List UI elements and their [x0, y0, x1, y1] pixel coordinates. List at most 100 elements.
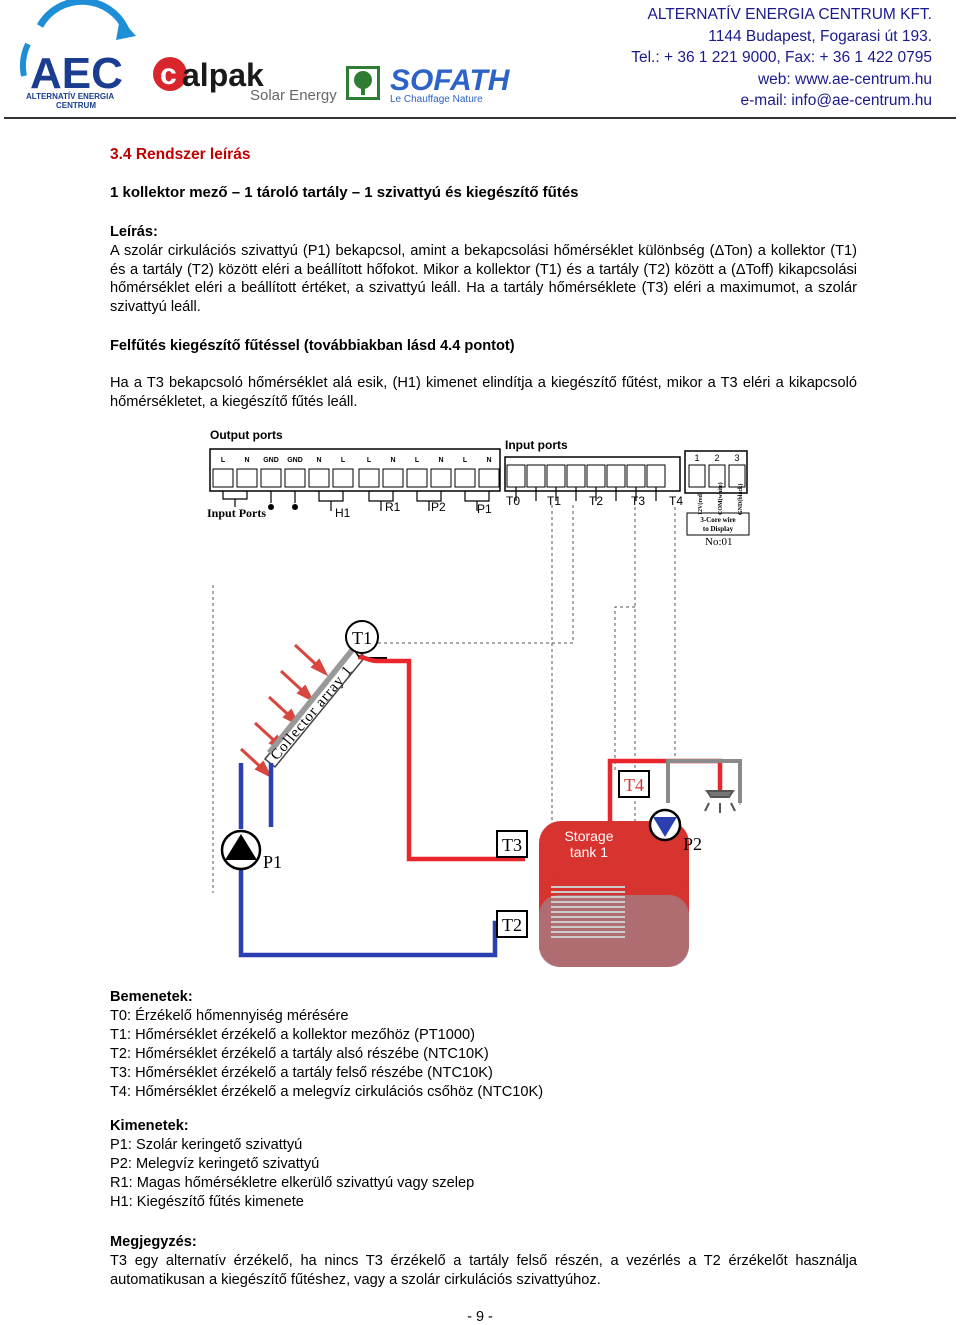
- document-subtitle: 1 kollektor mező – 1 tároló tartály – 1 …: [110, 184, 579, 201]
- out-term-9: L: [415, 457, 420, 464]
- out-term-3: GND: [263, 457, 279, 464]
- inputs-section: Bemenetek: T0: Érzékelő hőmennyiség méré…: [110, 988, 543, 1102]
- out-label-p2: P2: [431, 500, 446, 514]
- t4-sensor: T4: [618, 770, 650, 798]
- display-note-2: to Display: [703, 525, 734, 533]
- alpak-sub: Solar Energy: [250, 87, 337, 104]
- in-label-t1: T1: [547, 494, 561, 508]
- t3-sensor: T3: [496, 830, 528, 858]
- sun-rays: [239, 643, 329, 779]
- out-term-8: N: [390, 457, 395, 464]
- note-heading: Megjegyzés:: [110, 1234, 197, 1250]
- output-item: P1: Szolár keringető szivattyú: [110, 1137, 303, 1153]
- output-item: P2: Melegvíz keringető szivattyú: [110, 1156, 320, 1172]
- t2-label: T2: [502, 915, 522, 935]
- out-label-h1: H1: [335, 506, 351, 520]
- out-label-p1: P1: [477, 502, 492, 516]
- alpak-logo: c alpak Solar Energy: [153, 57, 337, 104]
- storage-label-1: Storage: [564, 828, 613, 844]
- out-term-10: N: [438, 457, 443, 464]
- description-text: A szolár cirkulációs szivattyú (P1) beka…: [110, 242, 857, 316]
- input-item: T1: Hőmérséklet érzékelő a kollektor mez…: [110, 1027, 475, 1043]
- display-num-3: 3: [734, 453, 739, 463]
- collector-label: Collector array 1: [268, 662, 357, 763]
- p2-pump: P2: [648, 808, 702, 854]
- company-email: e-mail: info@ae-centrum.hu: [740, 92, 932, 110]
- display-wire-2: COM(white): [717, 482, 724, 515]
- sofath-wordmark: SOFATH: [390, 64, 511, 97]
- t2-sensor: T2: [496, 910, 528, 938]
- input-ports-label: Input Ports: [207, 506, 266, 520]
- company-contact-block: ALTERNATÍV ENERGIA CENTRUM KFT. 1144 Bud…: [631, 4, 932, 112]
- p2-label: P2: [683, 834, 702, 854]
- company-name: ALTERNATÍV ENERGIA CENTRUM KFT.: [647, 6, 933, 23]
- output-item: H1: Kiegészítő fűtés kimenete: [110, 1194, 304, 1210]
- out-term-12: N: [486, 457, 491, 464]
- input-item: T0: Érzékelő hőmennyiség mérésére: [110, 1008, 349, 1024]
- display-no: No:01: [705, 536, 733, 548]
- header-divider: [4, 117, 956, 119]
- heating-heading: Felfűtés kiegészítő fűtéssel (továbbiakb…: [110, 338, 515, 354]
- shower-outlet: [704, 790, 736, 813]
- heating-text: Ha a T3 bekapcsoló hőmérséklet alá esik,…: [110, 375, 857, 410]
- aec-wordmark: AEC: [30, 49, 123, 98]
- out-term-11: L: [463, 457, 468, 464]
- alpak-wordmark: alpak: [182, 57, 264, 93]
- input-terminals: [506, 464, 746, 488]
- t4-label: T4: [624, 775, 644, 795]
- display-num-1: 1: [694, 453, 699, 463]
- aec-sub1: ALTERNATÍV ENERGIA: [26, 92, 114, 101]
- out-term-7: L: [367, 457, 372, 464]
- t1-sensor: T1: [345, 620, 379, 658]
- section-title: 3.4 Rendszer leírás: [110, 146, 251, 163]
- out-term-5: N: [316, 457, 321, 464]
- inputs-heading: Bemenetek:: [110, 989, 193, 1005]
- collector-outlet-pipe: [355, 659, 520, 859]
- display-note-1: 3-Core wire: [700, 516, 735, 524]
- sofath-sub: Le Chauffage Nature: [390, 94, 483, 105]
- system-diagram: Output ports Input ports L N GND GND N L…: [207, 428, 750, 967]
- output-item: R1: Magas hőmérsékletre elkerülő szivatt…: [110, 1175, 475, 1191]
- input-item: T2: Hőmérséklet érzékelő a tartály alsó …: [110, 1046, 489, 1062]
- header-logos: AEC ALTERNATÍV ENERGIA CENTRUM c alpak S…: [19, 0, 511, 110]
- red-supply-pipe: [357, 654, 525, 862]
- company-address: 1144 Budapest, Fogarasi út 193.: [708, 27, 932, 45]
- t1-label: T1: [352, 628, 372, 648]
- company-phone: Tel.: + 36 1 221 9000, Fax: + 36 1 422 0…: [631, 49, 932, 67]
- t3-label: T3: [502, 835, 522, 855]
- storage-label-2: tank 1: [570, 844, 608, 860]
- aec-logo: AEC ALTERNATÍV ENERGIA CENTRUM: [19, 0, 136, 110]
- out-term-6: L: [341, 457, 346, 464]
- out-label-r1: R1: [385, 500, 401, 514]
- input-item: T4: Hőmérséklet érzékelő a melegvíz cirk…: [110, 1084, 544, 1100]
- in-label-t2: T2: [589, 494, 603, 508]
- p1-pump: P1: [220, 829, 282, 872]
- tank-hot-outlet: [607, 758, 723, 821]
- display-num-2: 2: [714, 453, 719, 463]
- terminal-strip: L N GND GND N L L N L N L N 1 2 3: [209, 448, 748, 511]
- in-label-t3: T3: [631, 494, 645, 508]
- svg-text:c: c: [160, 58, 177, 91]
- page-number: - 9 -: [467, 1309, 493, 1325]
- outputs-heading: Kimenetek:: [110, 1118, 189, 1134]
- out-term-2: N: [244, 457, 249, 464]
- note-section: Megjegyzés: T3 egy alternatív érzékelő, …: [110, 1233, 857, 1289]
- note-text: T3 egy alternatív érzékelő, ha nincs T3 …: [110, 1252, 857, 1288]
- output-terminals: [212, 468, 500, 488]
- aec-sub2: CENTRUM: [56, 101, 96, 110]
- display-wire-1: 12V(red): [697, 492, 704, 515]
- display-wire-3: GND(black): [737, 484, 744, 515]
- in-label-t4: T4: [669, 494, 683, 508]
- description-section: Leírás: A szolár cirkulációs szivattyú (…: [110, 223, 857, 317]
- output-ports-title: Output ports: [210, 428, 283, 442]
- sensor-leader-lines: [212, 505, 676, 893]
- input-item: T3: Hőmérséklet érzékelő a tartály felső…: [110, 1065, 493, 1081]
- out-term-4: GND: [287, 457, 303, 464]
- sofath-logo: SOFATH Le Chauffage Nature: [346, 64, 511, 105]
- company-web: web: www.ae-centrum.hu: [757, 70, 932, 88]
- storage-tank: Storage tank 1: [539, 821, 689, 967]
- description-heading: Leírás:: [110, 224, 158, 240]
- in-label-t0: T0: [506, 494, 520, 508]
- outputs-section: Kimenetek: P1: Szolár keringető szivatty…: [110, 1117, 474, 1212]
- heat-exchanger-coil: [551, 886, 625, 938]
